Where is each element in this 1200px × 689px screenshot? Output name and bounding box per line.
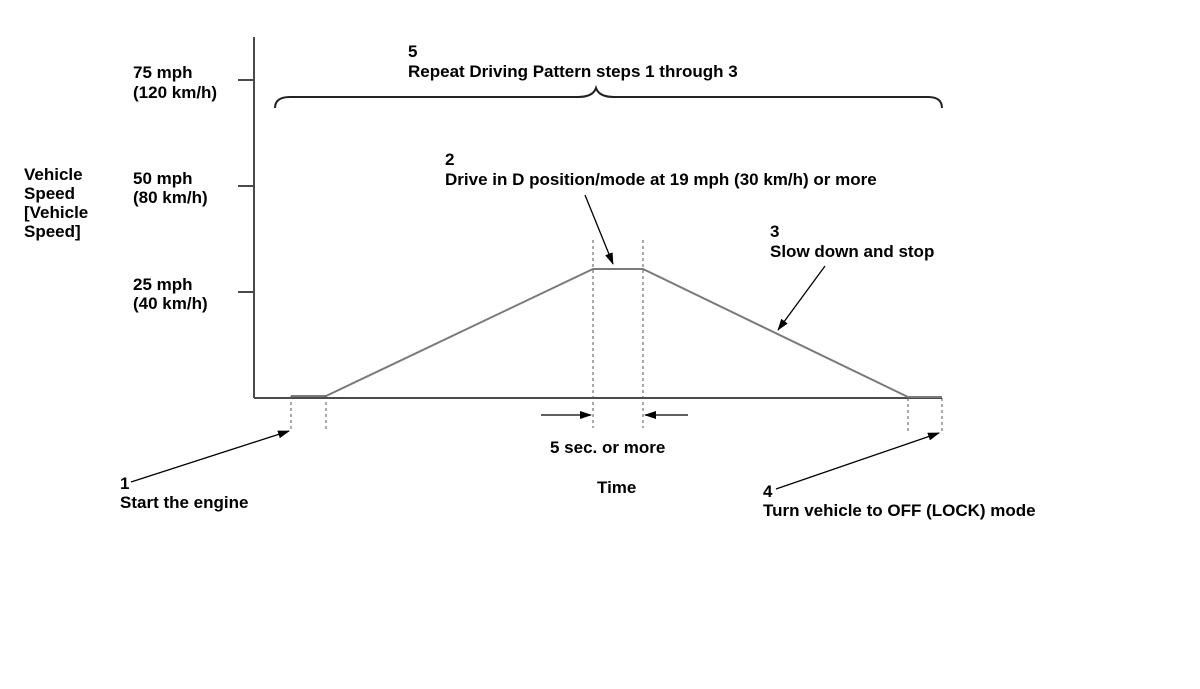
duration-note: 5 sec. or more — [550, 438, 665, 457]
tick-label-kmh: (80 km/h) — [133, 188, 208, 207]
y-axis-label: Vehicle Speed [Vehicle Speed] — [24, 165, 93, 241]
tick-label-kmh: (40 km/h) — [133, 294, 208, 313]
tick-label-25mph: 25 mph (40 km/h) — [133, 275, 208, 313]
step-1-label: Start the engine — [120, 493, 248, 512]
step-1-leader-arrow — [130, 430, 290, 483]
tick-label-75mph: 75 mph (120 km/h) — [133, 63, 217, 102]
x-axis-label: Time — [597, 478, 636, 497]
step-3-label: Slow down and stop — [770, 242, 934, 261]
tick-label-mph: 50 mph — [133, 169, 193, 188]
tick-label-mph: 75 mph — [133, 63, 193, 82]
step-4-number: 4 — [763, 482, 773, 501]
y-axis-label-line: [Vehicle — [24, 203, 88, 222]
repeat-brace — [274, 84, 943, 109]
speed-profile-trace — [291, 268, 942, 398]
step-4-label: Turn vehicle to OFF (LOCK) mode — [763, 501, 1036, 520]
step-2-number: 2 — [445, 150, 454, 169]
tick-label-kmh: (120 km/h) — [133, 83, 217, 102]
tick-label-50mph: 50 mph (80 km/h) — [133, 169, 208, 207]
step-2-leader-arrow — [584, 194, 614, 265]
step-5-number: 5 — [408, 42, 417, 61]
y-axis-label-line: Speed — [24, 184, 75, 203]
y-axis-label-line: Vehicle — [24, 165, 83, 184]
step-3-leader-arrow — [777, 265, 826, 331]
step-1-number: 1 — [120, 474, 129, 493]
step-2-label: Drive in D position/mode at 19 mph (30 k… — [445, 170, 877, 189]
y-axis-label-line: Speed] — [24, 222, 81, 241]
step-3-number: 3 — [770, 222, 779, 241]
step-4-leader-arrow — [775, 432, 940, 490]
tick-label-mph: 25 mph — [133, 275, 193, 294]
step-5-label: Repeat Driving Pattern steps 1 through 3 — [408, 62, 738, 81]
